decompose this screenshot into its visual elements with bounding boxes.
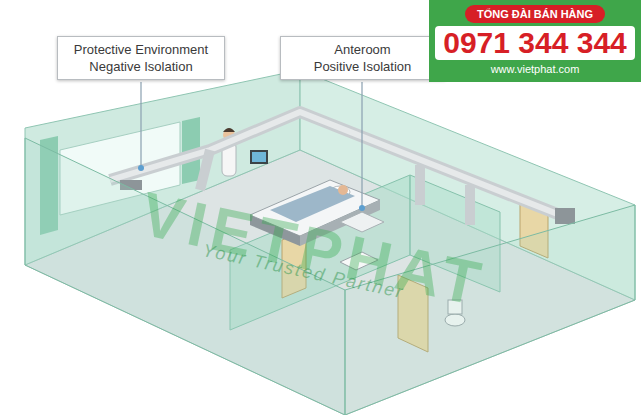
callout-text: Protective Environment Negative Isolatio… <box>66 41 216 75</box>
hotline-text: 0971 344 344 <box>435 26 635 60</box>
callout-box: Protective Environment Negative Isolatio… <box>57 36 225 80</box>
hotline-banner: TỔNG ĐÀI BÁN HÀNG 0971 344 344 www.vietpha… <box>429 0 641 82</box>
callout-text: Anteroom Positive Isolation <box>312 41 413 75</box>
hotline-text: www.vietphat.com <box>491 62 580 76</box>
callout-box: Anteroom Positive Isolation <box>280 36 445 80</box>
hotline-text: TỔNG ĐÀI BÁN HÀNG <box>465 5 605 23</box>
